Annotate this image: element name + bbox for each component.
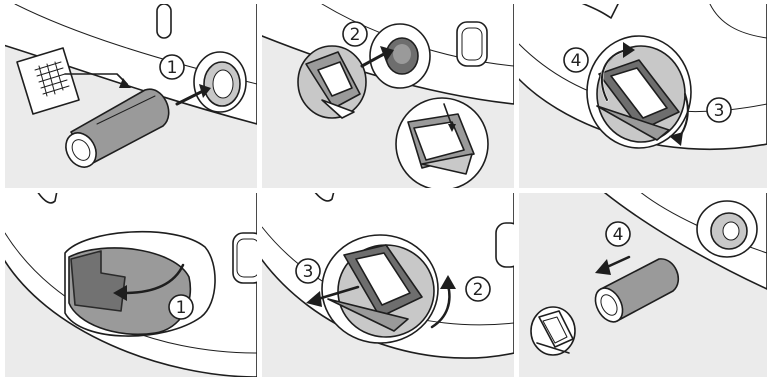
detail-magnifier-icon (396, 98, 488, 188)
panel-4-turn-cap: 1 (5, 193, 257, 377)
filter-slot (194, 52, 246, 112)
panel-1-insert-filter: 1 (5, 4, 257, 188)
step-1-badge: 1 (160, 55, 184, 79)
step-1-badge: 1 (169, 295, 193, 319)
svg-text:3: 3 (303, 262, 314, 282)
svg-text:2: 2 (350, 25, 361, 45)
cap-icon (69, 248, 190, 334)
svg-text:2: 2 (473, 280, 484, 300)
step-3-badge: 3 (296, 259, 320, 283)
panel-6-remove-filter: 4 (519, 193, 767, 377)
step-2-badge: 2 (343, 22, 367, 46)
cap-icon (298, 46, 366, 118)
panel-5-release-cap: 3 2 (262, 193, 514, 377)
panel-3-lock-cap: 4 3 (519, 4, 767, 188)
svg-text:3: 3 (714, 101, 725, 121)
svg-text:4: 4 (571, 51, 582, 71)
filter-slot (697, 201, 757, 257)
filter-cartridge-icon (60, 89, 169, 172)
step-3-badge: 3 (707, 98, 731, 122)
step-2-badge: 2 (466, 277, 490, 301)
svg-text:4: 4 (613, 225, 624, 245)
svg-text:1: 1 (167, 58, 178, 78)
step-4-badge: 4 (564, 48, 588, 72)
svg-text:1: 1 (176, 298, 187, 318)
cap-icon (531, 307, 575, 355)
panel-2-attach-cap: 2 (262, 4, 514, 188)
step-4-badge: 4 (606, 222, 630, 246)
